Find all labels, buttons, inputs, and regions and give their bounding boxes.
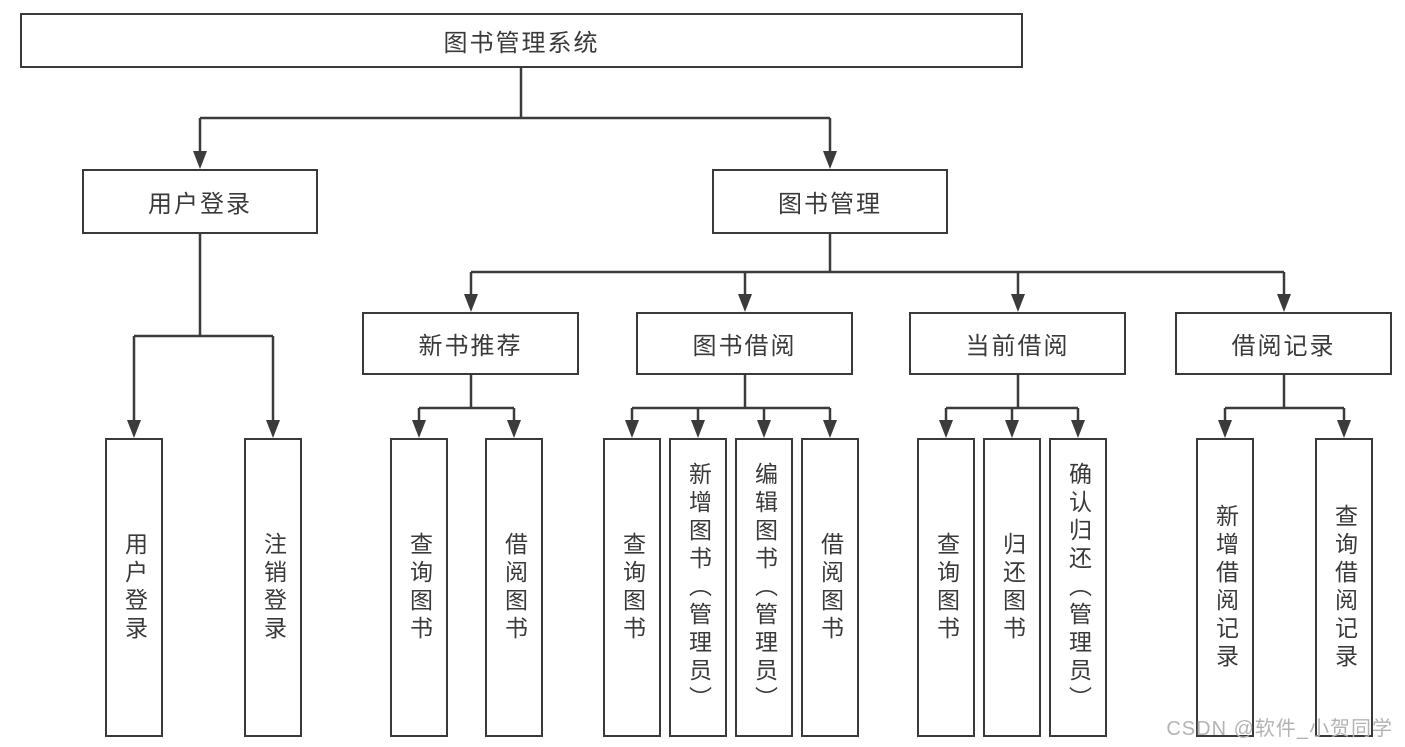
leaf-borrow-edit-books-admin-label: 编辑图书（管理员） [751, 461, 778, 714]
leaf-user-login: 用户登录 [105, 438, 163, 737]
leaf-current-confirm-return-admin: 确认归还（管理员） [1049, 438, 1107, 737]
leaf-user-login-label: 用户登录 [121, 531, 148, 644]
node-book-borrow: 图书借阅 [636, 312, 853, 375]
node-root-system: 图书管理系统 [20, 13, 1023, 68]
leaf-logout: 注销登录 [244, 438, 302, 737]
node-user-login: 用户登录 [82, 169, 318, 234]
leaf-borrow-query-books: 查询图书 [603, 438, 661, 737]
node-user-login-label: 用户登录 [148, 191, 252, 218]
csdn-watermark: CSDN @软件_小贺同学 [1166, 718, 1393, 740]
arrowheads [127, 151, 1351, 438]
node-current-borrow: 当前借阅 [909, 312, 1126, 375]
leaf-borrow-borrow-books: 借阅图书 [801, 438, 859, 737]
leaf-current-return-books: 归还图书 [983, 438, 1041, 737]
node-book-management-label: 图书管理 [778, 191, 882, 218]
leaf-logout-label: 注销登录 [260, 531, 287, 644]
leaf-newbook-borrow-books: 借阅图书 [485, 438, 543, 737]
leaf-borrow-borrow-books-label: 借阅图书 [817, 531, 844, 644]
connector-paths [132, 68, 1346, 422]
node-book-borrow-label: 图书借阅 [692, 333, 797, 360]
leaf-borrow-query-books-label: 查询图书 [619, 531, 646, 644]
leaf-records-add-record-label: 新增借阅记录 [1212, 503, 1239, 672]
leaf-records-query-record: 查询借阅记录 [1315, 438, 1373, 737]
leaf-current-return-books-label: 归还图书 [999, 531, 1026, 644]
node-new-book-recommend: 新书推荐 [362, 312, 579, 375]
node-current-borrow-label: 当前借阅 [965, 333, 1070, 360]
leaf-current-confirm-return-admin-label: 确认归还（管理员） [1065, 461, 1092, 714]
leaf-borrow-add-books-admin: 新增图书（管理员） [669, 438, 727, 737]
node-book-management: 图书管理 [712, 169, 948, 234]
node-borrow-records-label: 借阅记录 [1231, 333, 1336, 360]
leaf-newbook-borrow-books-label: 借阅图书 [501, 531, 528, 644]
leaf-newbook-query-books-label: 查询图书 [406, 531, 433, 644]
leaf-current-query-books: 查询图书 [917, 438, 975, 737]
leaf-newbook-query-books: 查询图书 [390, 438, 448, 737]
leaf-current-query-books-label: 查询图书 [933, 531, 960, 644]
leaf-records-add-record: 新增借阅记录 [1196, 438, 1254, 737]
leaf-borrow-edit-books-admin: 编辑图书（管理员） [735, 438, 793, 737]
leaf-records-query-record-label: 查询借阅记录 [1331, 503, 1358, 672]
node-borrow-records: 借阅记录 [1175, 312, 1392, 375]
leaf-borrow-add-books-admin-label: 新增图书（管理员） [685, 461, 712, 714]
node-new-book-recommend-label: 新书推荐 [418, 333, 523, 360]
node-root-system-label: 图书管理系统 [443, 30, 600, 57]
